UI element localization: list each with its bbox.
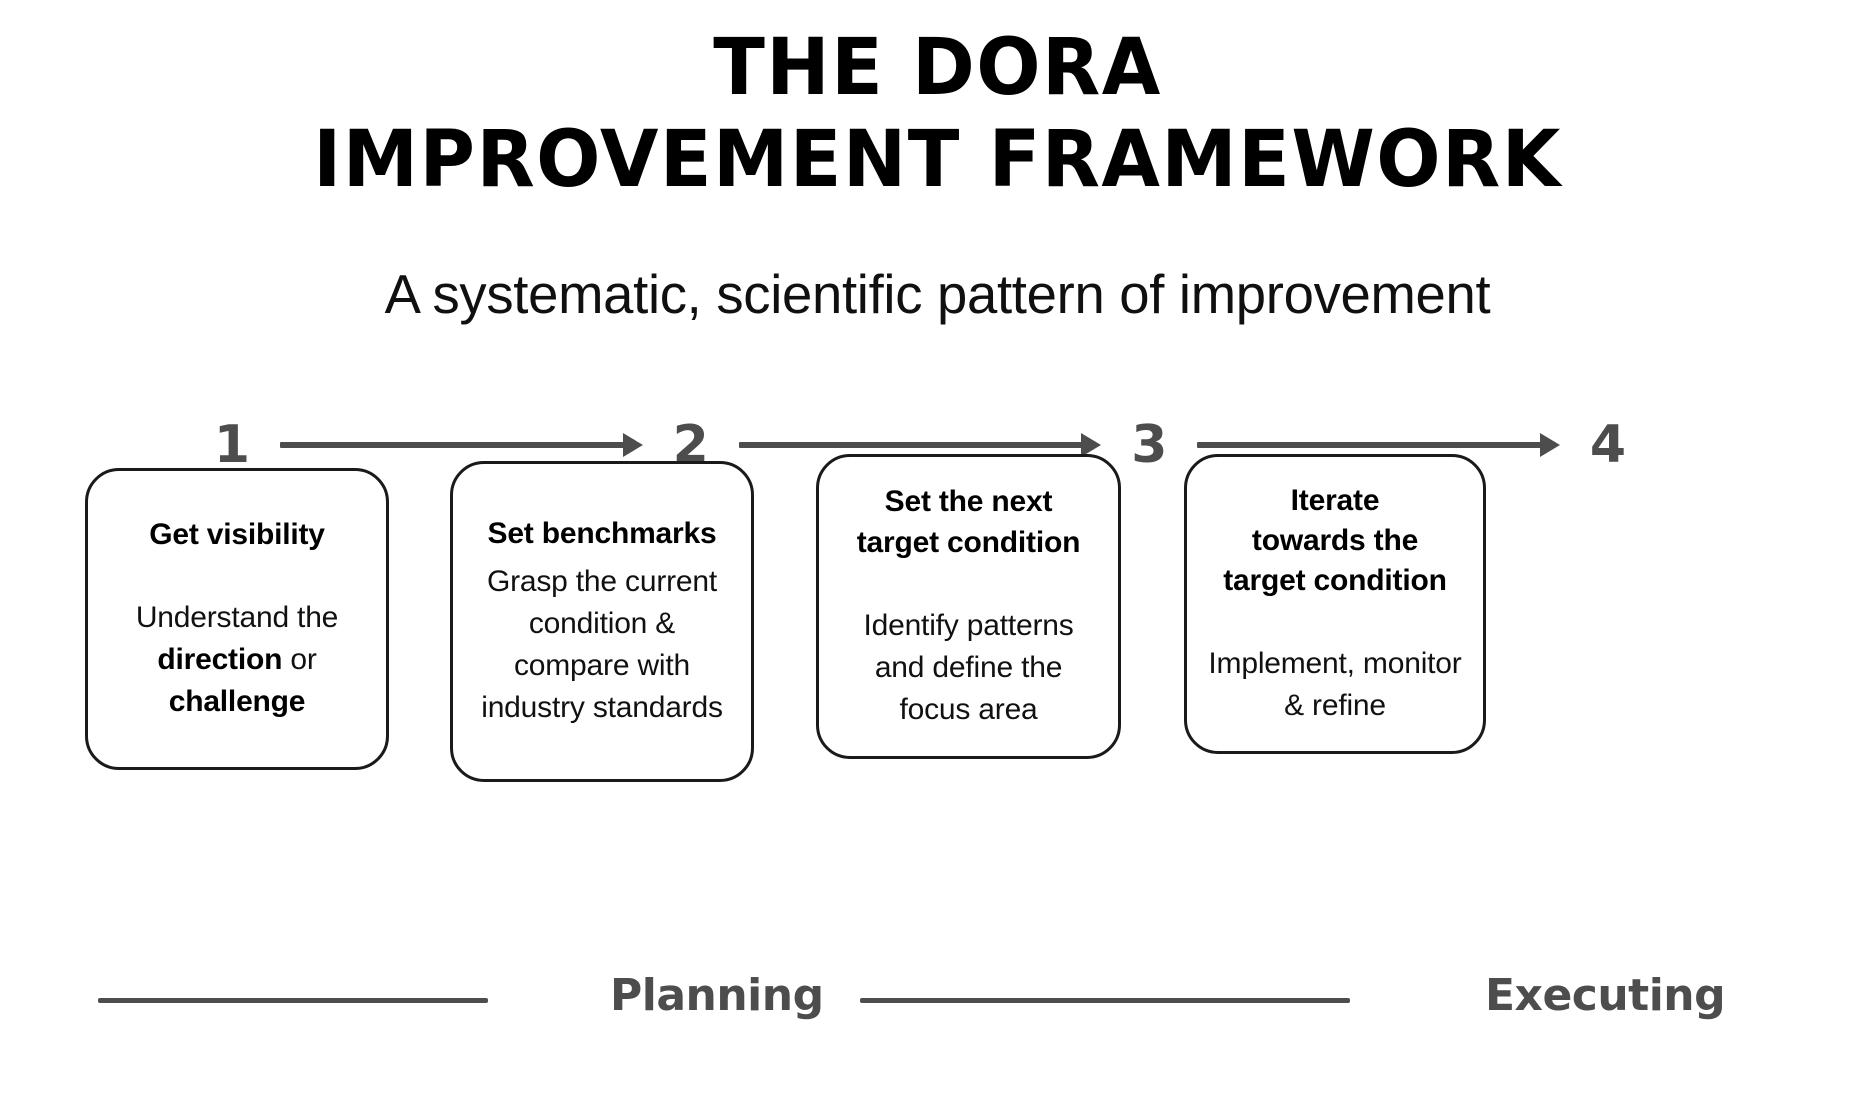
card-2-title: Set benchmarks	[487, 517, 717, 551]
card-4-title-line-1: Iterate	[1290, 483, 1380, 517]
arrow-head	[1081, 433, 1102, 457]
card-3-title-line-2: target condition	[856, 525, 1081, 559]
page-subtitle: A systematic, scientific pattern of impr…	[384, 263, 1491, 325]
card-4-title-line-3: target condition	[1223, 564, 1447, 598]
arrow-shaft	[738, 442, 1088, 448]
card-4-title-line-2: towards the	[1251, 523, 1419, 557]
step-number-3: 3	[1131, 415, 1168, 475]
step-card-2: Set benchmarks Grasp the current conditi…	[450, 461, 754, 782]
card-1-body-bold-2: challenge	[168, 685, 306, 719]
arrow-shaft	[1197, 442, 1547, 448]
step-number-4: 4	[1589, 415, 1627, 475]
step-card-row: Get visibility Understand the direction …	[0, 454, 1875, 792]
phase-line-right	[860, 998, 1350, 1003]
phase-label-executing: Executing	[1485, 970, 1726, 1021]
card-1-body-pre: Understand the	[135, 601, 339, 635]
card-1-title: Get visibility	[149, 517, 325, 551]
arrow-icon-1-to-2	[280, 433, 643, 457]
arrow-head	[622, 433, 643, 457]
step-card-4: Iterate towards the target condition Imp…	[1184, 454, 1486, 754]
phase-bar: Planning Executing	[0, 952, 1875, 1042]
phase-label-planning: Planning	[610, 970, 824, 1021]
title-line-2: IMPROVEMENT FRAMEWORK	[313, 115, 1562, 206]
card-4-body: Implement, monitor & refine	[1208, 647, 1462, 723]
step-card-1: Get visibility Understand the direction …	[85, 468, 389, 770]
arrow-icon-3-to-4	[1197, 433, 1561, 457]
card-3-title-line-1: Set the next	[884, 485, 1053, 519]
title-line-1: THE DORA	[713, 23, 1162, 113]
card-1-body: Understand the direction or challenge	[106, 597, 368, 723]
card-3-title: Set the next target condition	[856, 482, 1081, 562]
page-title: THE DORA IMPROVEMENT FRAMEWORK	[0, 22, 1875, 206]
step-number-1: 1	[213, 415, 251, 475]
card-2-body: Grasp the current condition & compare wi…	[481, 564, 723, 724]
phase-line-left	[98, 998, 488, 1003]
arrow-head	[1540, 433, 1561, 457]
card-4-title: Iterate towards the target condition	[1223, 481, 1447, 602]
card-1-body-mid: or	[282, 643, 317, 677]
card-3-body: Identify patterns and define the focus a…	[863, 608, 1074, 726]
arrow-shaft	[280, 442, 629, 448]
step-sequence: 1 2 3 4	[210, 410, 1630, 480]
arrow-icon-2-to-3	[738, 433, 1102, 457]
card-1-body-bold-1: direction	[157, 643, 283, 677]
step-card-3: Set the next target condition Identify p…	[816, 454, 1121, 759]
